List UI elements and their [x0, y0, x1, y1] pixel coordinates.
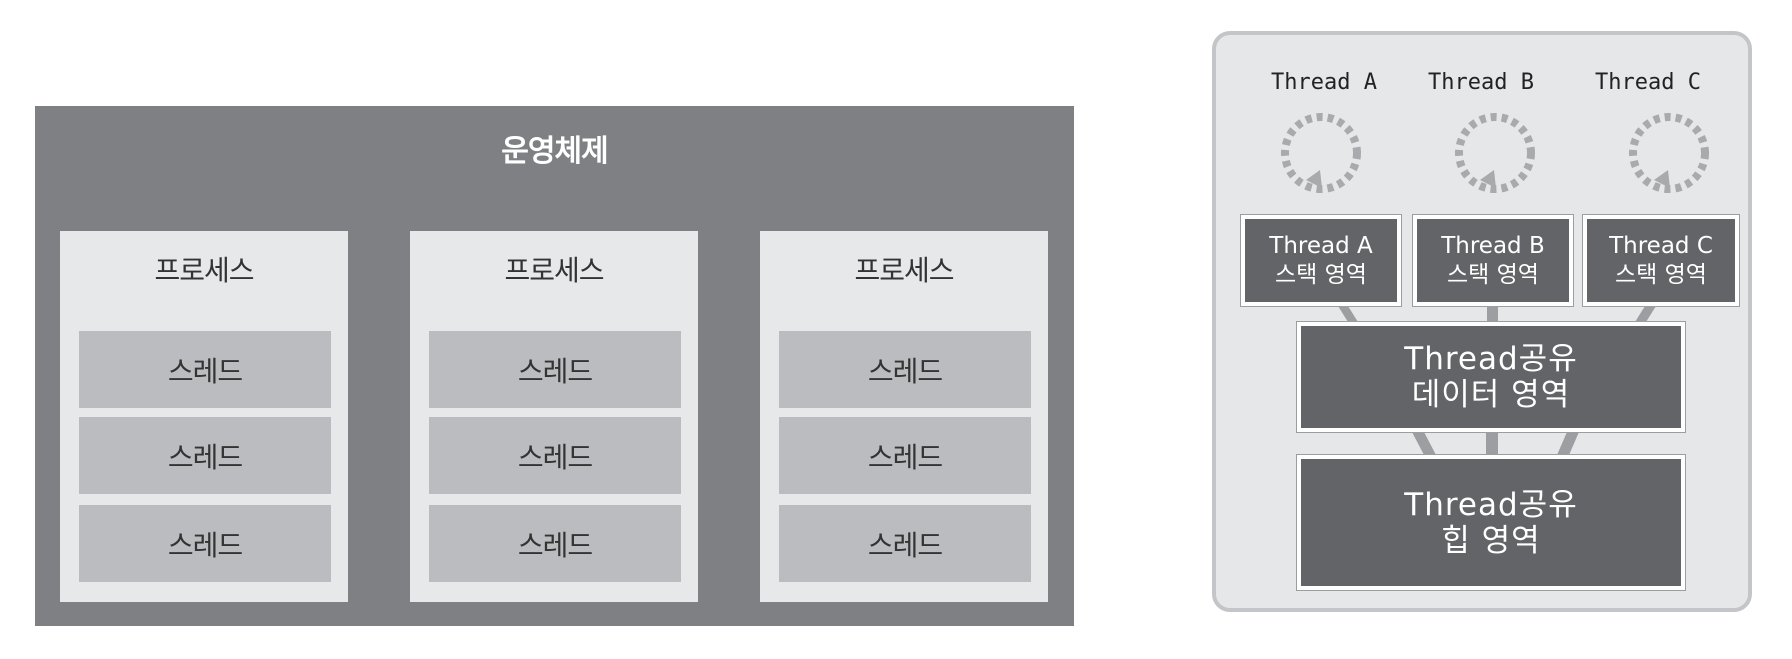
- process-box-3: 프로세스 스레드 스레드 스레드: [760, 231, 1048, 602]
- connector-data-to-heap-right: [1557, 432, 1579, 455]
- thread-box: 스레드: [429, 331, 681, 408]
- process-title: 프로세스: [154, 254, 254, 287]
- shared-data-title: Thread공유: [1404, 341, 1578, 377]
- stack-subtitle: 스택 영역: [1615, 261, 1707, 288]
- thread-cycle-icon: [1281, 113, 1361, 193]
- shared-heap-area: Thread공유 힙 영역: [1296, 454, 1686, 591]
- process-box-1: 프로세스 스레드 스레드 스레드: [60, 231, 348, 602]
- os-title: 운영체제: [501, 134, 608, 169]
- shared-data-area: Thread공유 데이터 영역: [1296, 321, 1686, 433]
- stack-area-a: Thread A 스택 영역: [1240, 214, 1402, 307]
- process-title: 프로세스: [504, 254, 604, 287]
- thread-label-c: Thread C: [1595, 70, 1701, 95]
- stack-title: Thread B: [1441, 232, 1545, 259]
- connector-data-to-heap-center: [1486, 432, 1498, 455]
- thread-cycle-icon: [1629, 113, 1709, 193]
- stack-area-b: Thread B 스택 영역: [1412, 214, 1574, 307]
- thread-box: 스레드: [79, 505, 331, 582]
- connector-c-to-data: [1635, 306, 1656, 322]
- thread-box: 스레드: [79, 417, 331, 494]
- stack-subtitle: 스택 영역: [1275, 261, 1367, 288]
- connector-data-to-heap-left: [1412, 432, 1436, 455]
- process-title: 프로세스: [854, 254, 954, 287]
- shared-data-subtitle: 데이터 영역: [1411, 377, 1571, 413]
- thread-box: 스레드: [779, 417, 1031, 494]
- thread-label-a: Thread A: [1271, 70, 1377, 95]
- stack-area-c: Thread C 스택 영역: [1582, 214, 1740, 307]
- stack-subtitle: 스택 영역: [1447, 261, 1539, 288]
- thread-box: 스레드: [779, 331, 1031, 408]
- connector-a-to-data: [1338, 306, 1358, 322]
- thread-cycle-icon: [1455, 113, 1535, 193]
- thread-box: 스레드: [429, 417, 681, 494]
- thread-box: 스레드: [779, 505, 1031, 582]
- stack-title: Thread A: [1269, 232, 1373, 259]
- thread-box: 스레드: [429, 505, 681, 582]
- shared-heap-subtitle: 힙 영역: [1441, 522, 1541, 559]
- thread-box: 스레드: [79, 331, 331, 408]
- thread-label-b: Thread B: [1428, 70, 1534, 95]
- shared-heap-title: Thread공유: [1404, 486, 1578, 523]
- stack-title: Thread C: [1609, 232, 1713, 259]
- operating-system-panel: 운영체제 프로세스 스레드 스레드 스레드 프로세스 스레드 스레드 스레드 프…: [35, 106, 1074, 626]
- connector-b-to-data: [1487, 306, 1498, 322]
- process-box-2: 프로세스 스레드 스레드 스레드: [410, 231, 698, 602]
